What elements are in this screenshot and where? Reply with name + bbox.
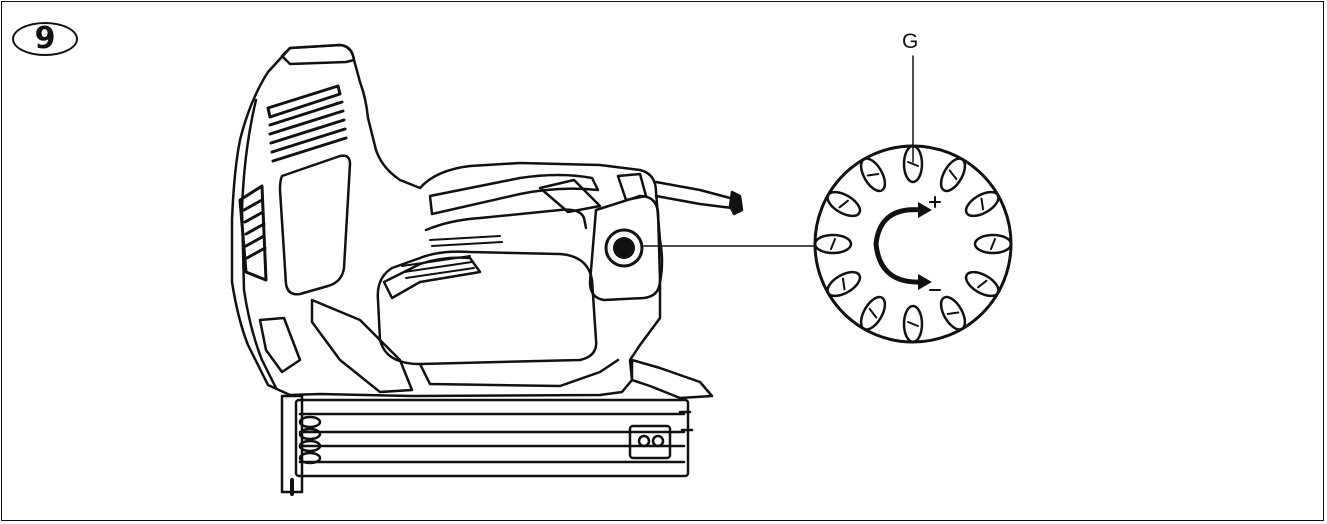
depth-dial-knob bbox=[604, 228, 644, 268]
nail-gun-body bbox=[230, 43, 744, 400]
dial-plus-sign bbox=[929, 196, 941, 208]
battery-ribs bbox=[401, 235, 503, 279]
vent-grill-upper bbox=[266, 84, 348, 163]
knob-housing bbox=[588, 194, 662, 302]
dial-knurls bbox=[813, 144, 1013, 344]
dial-direction-arrow bbox=[873, 207, 925, 285]
handle-grip-inner bbox=[424, 208, 588, 232]
latch-hole-right bbox=[651, 434, 665, 448]
handle-grip bbox=[428, 173, 600, 216]
safety-lever bbox=[630, 358, 714, 400]
vent-grill-side bbox=[238, 184, 268, 282]
dial-outer-ring bbox=[813, 144, 1013, 344]
nail-gun-housing-outline bbox=[230, 43, 664, 398]
depth-dial-knob-inner bbox=[613, 237, 635, 259]
magazine-rail bbox=[294, 398, 690, 478]
nose-guide bbox=[280, 394, 304, 494]
dial-arrow-head-minus bbox=[918, 274, 932, 290]
lower-shell bbox=[418, 358, 620, 388]
battery-pack bbox=[376, 250, 598, 366]
step-number: 9 bbox=[34, 21, 56, 56]
lower-front-panel bbox=[258, 316, 302, 374]
top-cap bbox=[280, 43, 356, 66]
cord-plug bbox=[728, 190, 744, 216]
callout-label-g: G bbox=[902, 30, 919, 53]
magazine-latch bbox=[628, 424, 672, 460]
step-number-badge: 9 bbox=[12, 22, 78, 56]
lower-body-panel bbox=[310, 298, 414, 394]
nail-stack bbox=[298, 415, 322, 465]
latch-hole-left bbox=[637, 434, 651, 448]
depth-dial-detail bbox=[813, 144, 1013, 344]
magazine bbox=[280, 394, 694, 496]
dial-arrow-head-plus bbox=[918, 202, 932, 218]
motor-cover-panel bbox=[278, 154, 352, 296]
cord bbox=[654, 180, 734, 210]
handle-ridge bbox=[538, 178, 602, 214]
